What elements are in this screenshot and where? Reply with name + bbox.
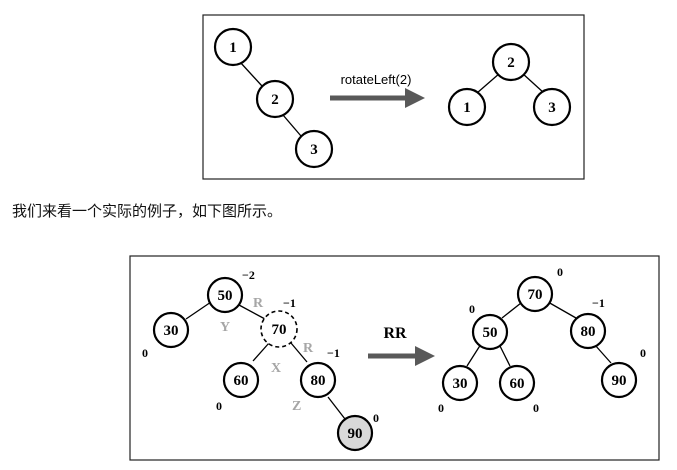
svg-text:50: 50: [218, 288, 233, 304]
edge-label-x: X: [271, 361, 281, 376]
svg-text:80: 80: [581, 324, 596, 340]
operation-label: RR: [383, 325, 407, 342]
tree-node-60: 60: [222, 361, 260, 399]
edge-80-90: [327, 396, 346, 420]
tree-node-3-after: 3: [532, 87, 572, 127]
edge-50-30-after: [466, 343, 482, 367]
svg-text:60: 60: [234, 373, 249, 389]
balance-factor: −1: [327, 346, 340, 360]
svg-text:3: 3: [548, 100, 556, 116]
balance-factor: 0: [640, 346, 646, 360]
tree-node-50-after: 50: [471, 313, 509, 351]
edge-label-r: R: [253, 296, 264, 311]
svg-text:70: 70: [272, 322, 287, 338]
edge-label-r: R: [303, 341, 314, 356]
balance-factor: −1: [283, 296, 296, 310]
tree-node-2-after: 2: [491, 42, 531, 82]
svg-text:1: 1: [229, 40, 237, 56]
tree-node-80-after: 80: [569, 312, 607, 350]
tree-node-90-after: 90: [600, 361, 638, 399]
figure-2-frame: [129, 255, 660, 461]
tree-node-70-dashed: 70: [260, 310, 298, 348]
edge-50-60-after: [498, 343, 511, 367]
edge-70-60: [252, 342, 270, 362]
operation-label: rotateLeft(2): [341, 72, 412, 87]
svg-text:30: 30: [453, 376, 468, 392]
svg-text:70: 70: [528, 287, 543, 303]
tree-node-30: 30: [152, 311, 190, 349]
balance-factor: −1: [592, 296, 605, 310]
svg-text:3: 3: [310, 142, 318, 158]
svg-text:60: 60: [510, 376, 525, 392]
tree-node-80: 80: [299, 361, 337, 399]
balance-factor: −2: [242, 268, 255, 282]
svg-text:90: 90: [348, 426, 363, 442]
svg-text:80: 80: [311, 373, 326, 389]
edge-label-z: Z: [292, 399, 301, 414]
svg-text:1: 1: [463, 100, 471, 116]
balance-factor: 0: [557, 265, 563, 279]
edge-70-80-after: [547, 301, 577, 319]
edge-2-3-after: [521, 72, 545, 94]
caption-text: 我们来看一个实际的例子，如下图所示。: [12, 202, 283, 220]
edge-80-90-after: [594, 344, 612, 364]
svg-text:2: 2: [507, 55, 515, 71]
balance-factor: 0: [216, 399, 222, 413]
edge-2-1: [476, 72, 501, 94]
tree-node-50: 50: [206, 276, 244, 314]
figure-1-frame: [202, 14, 585, 180]
tree-node-3: 3: [294, 129, 334, 169]
figure-1: 1 2 3 rotateLeft(2) 2 1 3: [202, 14, 585, 180]
edge-50-30: [185, 301, 212, 320]
svg-text:50: 50: [483, 325, 498, 341]
balance-factor: 0: [438, 401, 444, 415]
tree-node-90-highlighted: 90: [336, 414, 374, 452]
svg-text:90: 90: [612, 373, 627, 389]
tree-node-2: 2: [255, 79, 295, 119]
edge-50-70: [238, 304, 266, 320]
balance-factor: 0: [469, 302, 475, 316]
edge-70-50: [501, 302, 522, 319]
tree-node-70-after: 70: [516, 275, 554, 313]
edge-70-80: [290, 342, 308, 363]
figure-2: 50 30 70 60 80 90 −2 0 −1 0 −1 0 R Y: [129, 255, 660, 461]
tree-node-1: 1: [213, 27, 253, 67]
edge-1-2: [239, 61, 263, 87]
svg-text:30: 30: [164, 323, 179, 339]
edge-2-3: [282, 114, 302, 137]
balance-factor: 0: [533, 401, 539, 415]
tree-node-60-after: 60: [498, 364, 536, 402]
tree-node-30-after: 30: [441, 364, 479, 402]
svg-text:2: 2: [271, 92, 279, 108]
tree-node-1-after: 1: [447, 87, 487, 127]
balance-factor: 0: [373, 411, 379, 425]
edge-label-y: Y: [220, 320, 230, 335]
balance-factor: 0: [142, 346, 148, 360]
